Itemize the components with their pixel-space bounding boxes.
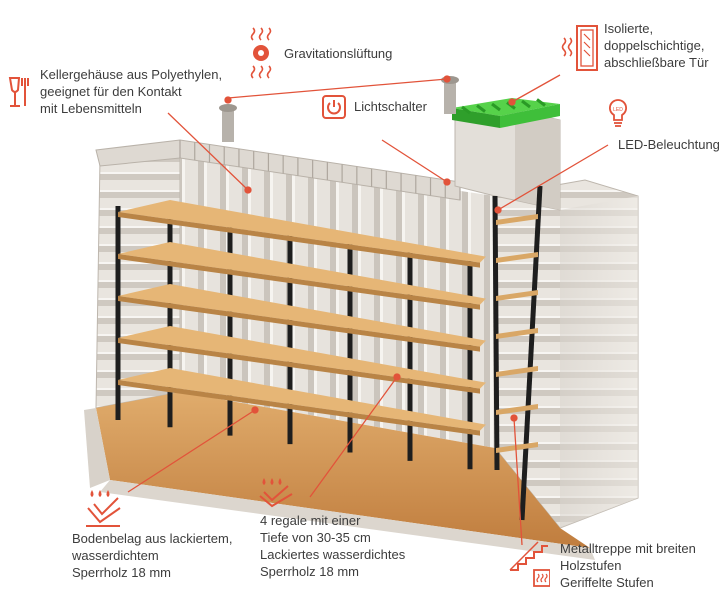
stair-step xyxy=(496,214,538,225)
stair-step xyxy=(496,404,538,415)
shelves xyxy=(118,200,486,436)
stairs-icon xyxy=(509,541,550,587)
ventilation-icon xyxy=(250,27,272,79)
door-label: Isolierte, doppelschichtige, abschließba… xyxy=(604,20,720,71)
led-bulb-icon: LED xyxy=(608,99,628,127)
shelf-board xyxy=(118,284,486,347)
door-rib xyxy=(491,102,501,112)
housing-line-3: mit Lebensmitteln xyxy=(40,101,142,116)
housing-label: Kellergehäuse aus Polyethylen, geeignet … xyxy=(40,66,222,117)
floor-line-2: wasserdichtem xyxy=(72,548,159,563)
switch-label: Lichtschalter xyxy=(354,99,427,114)
shelf-edge xyxy=(118,212,480,268)
shelf-board xyxy=(118,200,486,263)
floor-line-3: Sperrholz 18 mm xyxy=(72,565,171,580)
led-label: LED-Beleuchtung xyxy=(618,137,720,152)
door-rib xyxy=(521,99,531,109)
floor xyxy=(84,392,595,560)
shelves-line-2: Tiefe von 30-35 cm xyxy=(260,530,371,545)
stair-step xyxy=(496,366,538,377)
stair-step xyxy=(496,328,538,339)
door-line-2: doppelschichtige, xyxy=(604,38,705,53)
stairs-line-3: Geriffelte Stufen xyxy=(560,575,654,590)
shelves-line-1: 4 regale mit einer xyxy=(260,513,361,528)
right-end-wall xyxy=(494,179,639,529)
power-switch-icon xyxy=(322,95,346,119)
shelf-edge xyxy=(118,296,480,352)
stairs-line-2: Holzstufen xyxy=(560,558,622,573)
metal-stairs xyxy=(492,185,543,521)
shelf-edge xyxy=(118,380,480,436)
stair-step xyxy=(496,290,538,301)
shelf-board xyxy=(118,242,486,305)
shelf-board xyxy=(118,326,486,389)
shelves-label: 4 regale mit einer Tiefe von 30-35 cm La… xyxy=(260,512,405,580)
door-line-1: Isolierte, xyxy=(604,21,654,36)
shelf-edge xyxy=(118,338,480,394)
shelf-edge xyxy=(118,254,480,310)
door-rib xyxy=(461,105,471,115)
shelf-board xyxy=(118,368,486,431)
door-rib xyxy=(536,98,546,107)
insulated-door-icon xyxy=(561,25,598,71)
waterproof-shelf-icon xyxy=(259,478,293,508)
food-safe-icon xyxy=(8,77,29,107)
floor-line-1: Bodenbelag aus lackiertem, xyxy=(72,531,233,546)
waterproof-floor-icon xyxy=(86,490,121,527)
vent-pipe-left xyxy=(219,104,237,142)
housing-line-2: geeignet für den Kontakt xyxy=(40,84,182,99)
stairs-label: Metalltreppe mit breiten Holzstufen Geri… xyxy=(560,540,720,591)
door-line-3: abschließbare Tür xyxy=(604,55,709,70)
floor-label: Bodenbelag aus lackiertem, wasserdichtem… xyxy=(72,530,232,581)
svg-text:LED: LED xyxy=(613,107,623,113)
stair-step xyxy=(496,252,538,263)
housing-line-1: Kellergehäuse aus Polyethylen, xyxy=(40,67,223,82)
stair-step xyxy=(496,442,538,453)
leader-lines xyxy=(127,74,609,546)
ventilation-label: Gravitationslüftung xyxy=(284,46,393,61)
stairs-line-1: Metalltreppe mit breiten xyxy=(560,541,696,556)
ceiling-edge xyxy=(95,139,461,201)
shelves-line-4: Sperrholz 18 mm xyxy=(260,564,359,579)
entrance-shaft xyxy=(454,109,561,211)
door-rib xyxy=(476,104,486,113)
shelves-line-3: Lackiertes wasserdichtes xyxy=(260,547,406,562)
